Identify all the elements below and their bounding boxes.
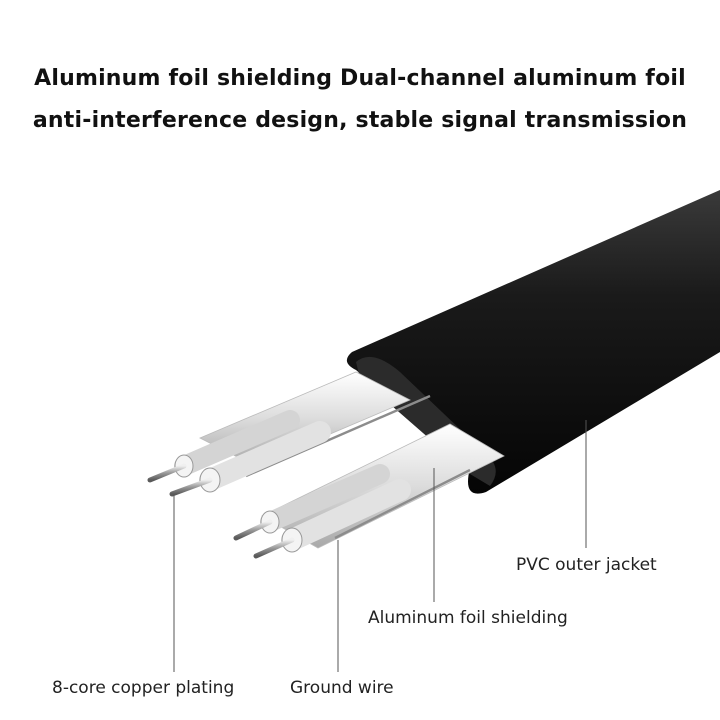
- copper-core-2: [169, 477, 213, 497]
- label-aluminum-foil-shielding: Aluminum foil shielding: [368, 608, 568, 628]
- copper-core-4: [253, 537, 295, 559]
- headline-line-2: anti-interference design, stable signal …: [32, 108, 688, 133]
- label-8-core-copper-plating: 8-core copper plating: [52, 678, 235, 698]
- copper-core-1: [147, 463, 187, 483]
- core-insulation-4: [281, 479, 411, 551]
- copper-core-3: [233, 519, 273, 541]
- label-pvc-outer-jacket: PVC outer jacket: [516, 555, 657, 575]
- label-ground-wire: Ground wire: [290, 678, 394, 698]
- core-insulation-3: [260, 464, 390, 532]
- core-insulation-1: [174, 410, 300, 476]
- core-insulation-2: [199, 421, 331, 491]
- ground-wire-lower: [334, 468, 471, 540]
- headline-line-1: Aluminum foil shielding Dual-channel alu…: [34, 66, 686, 91]
